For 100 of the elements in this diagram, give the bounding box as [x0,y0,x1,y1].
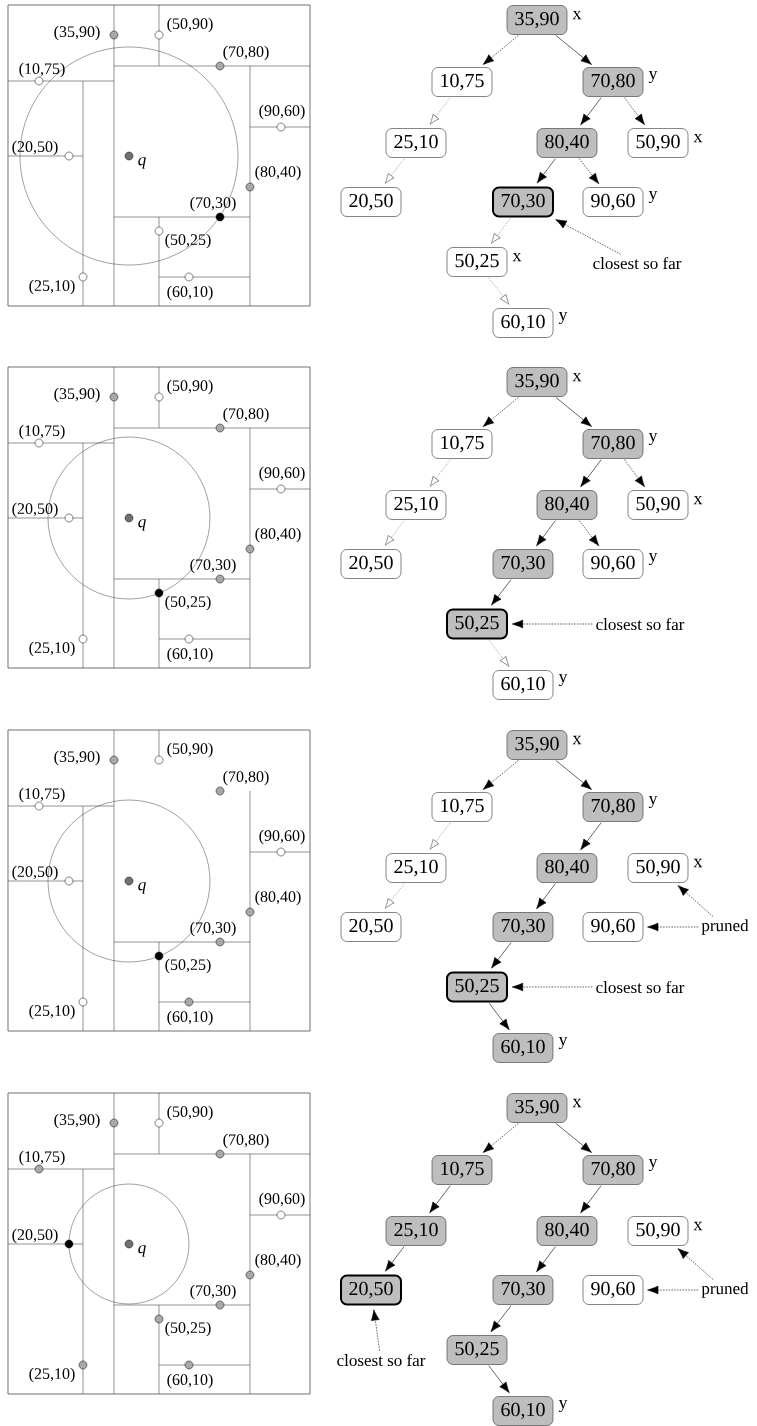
arrow [580,97,602,126]
point-label: (20,50) [12,140,58,156]
arrow [555,1123,592,1153]
arrow [624,459,645,488]
point-label: (70,80) [223,45,269,61]
tree-node: 25,10 [385,490,447,520]
axis-label: y [558,311,568,325]
tree-node: 50,25 [446,247,508,277]
point-label: (50,25) [165,1321,211,1337]
point-label: (35,90) [54,387,100,403]
point-label: (50,90) [167,1105,213,1121]
tree-node: 60,10 [492,670,554,700]
tree-node: 70,30 [492,1275,554,1305]
arrow [491,942,512,969]
pointer-arrow [371,1309,380,1352]
arrow [490,1305,512,1333]
axis-label: y [648,432,658,446]
point-label: (80,40) [255,1253,301,1269]
axis-label: x [572,1098,582,1108]
point-label: (25,10) [29,1004,75,1020]
axis-label: x [693,133,703,143]
point-label: (35,90) [54,750,100,766]
tree-node: 10,75 [431,429,493,459]
point-label: (90,60) [259,829,305,845]
tree-node: 25,10 [385,853,447,883]
axis-label: x [572,735,582,745]
annotation-text: closest so far [593,615,687,633]
annotation-text: pruned [699,1280,751,1300]
tree-node: 70,80 [582,429,644,459]
axis-label: y [558,1399,568,1413]
axis-label: y [648,795,658,809]
tree-node: 35,90 [506,367,568,397]
axis-label: x [512,252,522,262]
arrow [488,1003,510,1031]
point-label: (80,40) [255,890,301,906]
tree-node: 20,50 [340,187,402,217]
point-label: (60,10) [167,1373,213,1389]
point-label: (25,10) [29,1367,75,1383]
point-label: (25,10) [29,641,75,657]
axis-label: y [648,552,658,566]
tree-node: 70,80 [582,67,644,97]
arrow [384,883,405,909]
pointer-arrow [647,922,699,932]
tree-node: 80,40 [536,490,598,520]
arrow [488,640,510,667]
query-label: q [138,1245,146,1257]
point-label: (70,30) [190,558,236,574]
point-label: (10,75) [19,424,65,440]
tree-node: 50,25 [446,971,508,1003]
arrow [482,1123,519,1153]
arrow [578,520,600,547]
tree-node: 90,60 [582,187,644,217]
annotation-text: closest so far [593,978,687,996]
tree-node: 50,90 [627,128,689,158]
pointer-arrow [555,219,621,255]
arrow [429,97,451,125]
annotation-text: closest so far [334,1351,428,1369]
point-label: (70,80) [223,1133,269,1149]
axis-label: y [648,70,658,84]
point-label: (10,75) [19,787,65,803]
arrow [536,883,556,910]
tree-node: 70,30 [492,549,554,579]
tree-node: 20,50 [340,549,402,579]
tree-node: 90,60 [582,1275,644,1305]
tree-node: 70,30 [492,912,554,942]
arrow [384,520,405,546]
tree-node: 25,10 [385,1216,447,1246]
pointer-arrow [511,982,593,992]
arrow [482,35,519,65]
axis-label: y [558,673,568,687]
tree-node: 90,60 [582,912,644,942]
arrow [555,397,592,427]
arrow [482,397,519,427]
arrow [555,35,592,65]
tree-node: 50,25 [446,1335,508,1365]
pointer-arrow [647,1285,699,1295]
point-label: (35,90) [54,25,100,41]
axis-label: y [648,190,658,204]
axis-label: x [572,10,582,20]
tree-node: 80,40 [536,853,598,883]
arrow [488,277,510,305]
point-label: (10,75) [19,1150,65,1166]
tree-node: 60,10 [492,1396,554,1426]
point-label: (50,25) [165,958,211,974]
query-label: q [138,882,146,894]
query-label: q [138,519,146,531]
arrow [536,520,556,547]
arrow [624,97,645,126]
query-label: q [138,157,146,169]
point-label: (70,80) [223,407,269,423]
point-label: (50,90) [167,742,213,758]
tree-node: 70,80 [582,1155,644,1185]
tree-node: 35,90 [506,730,568,760]
point-label: (50,25) [165,233,211,249]
tree-node: 20,50 [340,912,402,942]
point-label: (20,50) [12,1228,58,1244]
arrow [488,1365,510,1394]
tree-node: 70,80 [582,792,644,822]
point-label: (10,75) [19,62,65,78]
tree-node: 70,30 [492,186,554,218]
